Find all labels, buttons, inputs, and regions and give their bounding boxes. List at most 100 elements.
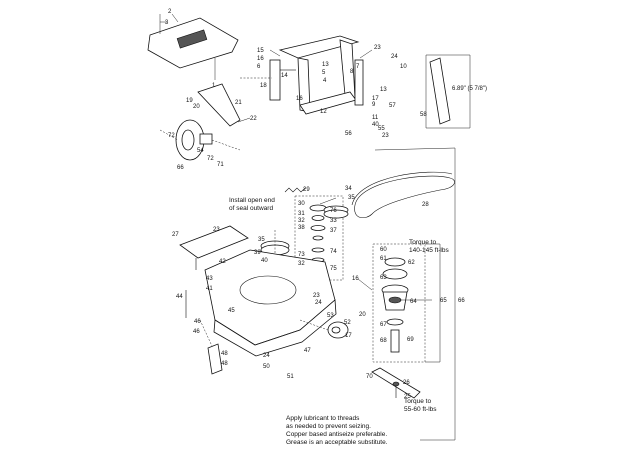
callout: 66 [458,298,465,304]
mower-deck [179,225,337,357]
callout: 23 [213,227,220,233]
callout: 50 [263,364,270,370]
callout: 13 [380,87,387,93]
note-torque-lower-1: Torque to [404,398,431,405]
callout-numbers: 2 3 1 15 16 6 23 24 10 7 13 5 8 14 18 4 … [165,9,465,400]
callout: 22 [250,116,257,122]
callout: 61 [380,256,387,262]
callout: 12 [320,109,327,115]
callout: 43 [206,276,213,282]
callout: 69 [407,337,414,343]
callout: 23 [382,133,389,139]
callout: 8 [350,69,354,75]
callout: 40 [261,258,268,264]
callout: 20 [359,312,366,318]
callout: 10 [400,64,407,70]
callout: 72 [207,156,214,162]
callout: 53 [327,313,334,319]
callout: 56 [345,131,352,137]
note-lube-4: Grease is an acceptable substitute. [286,439,388,446]
note-seal-2: of seal outward [229,205,273,212]
callout: 11 [372,115,379,121]
callout: 3 [165,20,169,26]
callout: 23 [313,293,320,299]
callout: 18 [260,83,267,89]
callout: 25 [404,394,411,400]
note-lube-3: Copper based antiseize preferable. [286,431,387,438]
callout: 62 [408,260,415,266]
callout: 55 [378,126,385,132]
callout: 66 [177,165,184,171]
callout: 45 [228,308,235,314]
notes: Install open end of seal outward Torque … [229,197,449,446]
callout: 51 [287,374,294,380]
callout: 46 [194,319,201,325]
callout: 52 [344,320,351,326]
callout: 54 [197,148,204,154]
callout: 26 [403,380,410,386]
callout: 65 [440,298,447,304]
callout: 20 [193,104,200,110]
callout: 75 [330,266,337,272]
callout: 24 [391,54,398,60]
note-lube-2: as needed to prevent seizing. [286,423,371,430]
callout: 16 [296,96,303,102]
left-bracket-pins [185,290,223,375]
note-seal-1: Install open end [229,197,275,204]
callout: 1 [212,83,216,89]
note-lube-1: Apply lubricant to threads [286,415,360,422]
callout: 40 [372,122,379,128]
callout: 70 [366,374,373,380]
callout: 4 [323,78,327,84]
spindle-assembly-right [372,243,426,363]
callout: 68 [380,338,387,344]
callout: 16 [257,56,264,62]
callout: 16 [352,276,359,282]
callout: 64 [410,299,417,305]
callout: 33 [330,218,337,224]
callout: 24 [315,300,322,306]
callout: 2 [168,9,172,15]
callout: 71 [217,162,224,168]
callout: 31 [298,211,305,217]
gauge-wheel-assembly [159,83,241,161]
callout: 72 [168,133,175,139]
assembly-brackets [374,147,456,441]
callout: 6 [257,64,261,70]
spindle-stack-center [294,195,349,281]
callout: 38 [298,225,305,231]
mower-blade [371,367,421,399]
rear-wheel [299,319,349,339]
callout: 41 [206,286,213,292]
callout: 57 [389,103,396,109]
idler-pulley [260,230,290,262]
note-torque-upper-2: 140-145 ft-lbs [409,247,449,254]
callout: 13 [322,62,329,68]
callout: 30 [298,201,305,207]
callout: 58 [420,112,427,118]
note-torque-upper-1: Torque to [409,239,436,246]
callout: 21 [235,100,242,106]
dimension-note: 6.89" (5 7/8") [452,86,487,92]
note-torque-lower-2: 55-60 ft-lbs [404,406,437,413]
cover-plate [147,14,239,80]
callout: 32 [298,218,305,224]
callout: 29 [303,187,310,193]
callout: 17 [345,333,352,339]
callout: 5 [322,70,326,76]
callout: 47 [304,348,311,354]
callout: 48 [221,361,228,367]
callout: 39 [254,250,261,256]
callout: 46 [193,329,200,335]
callout: 24 [263,353,270,359]
callout: 28 [422,202,429,208]
callout: 14 [281,73,288,79]
callout: 27 [172,232,179,238]
callout: 42 [219,259,226,265]
callout: 35 [258,237,265,243]
callout: 73 [298,252,305,258]
callout: 74 [330,249,337,255]
spring [284,187,306,193]
